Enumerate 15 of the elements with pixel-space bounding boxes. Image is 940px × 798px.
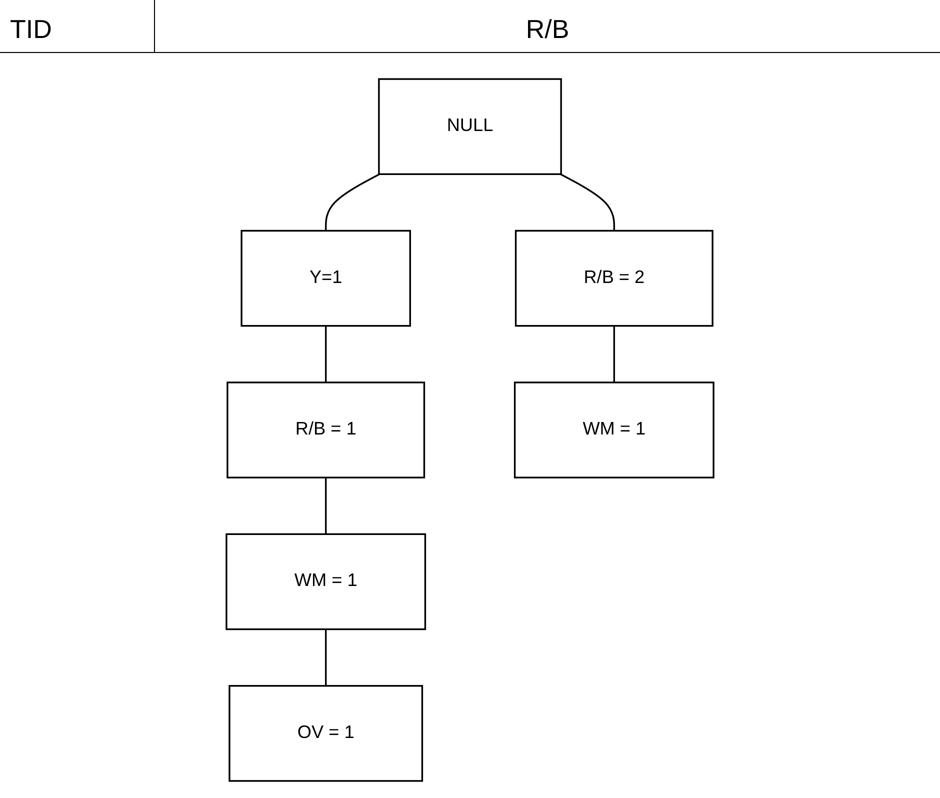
- connector: [324, 326, 327, 382]
- connector: [324, 478, 327, 534]
- node-box: R/B = 2: [514, 230, 714, 327]
- column-header: TID: [10, 14, 52, 45]
- node-box: R/B = 1: [226, 382, 426, 478]
- node-box: NULL: [378, 78, 562, 175]
- connector: [613, 326, 616, 382]
- connector: [324, 173, 380, 231]
- column-header: R/B: [526, 14, 570, 45]
- connector: [324, 629, 327, 686]
- node-box: Y=1: [240, 230, 411, 327]
- node-box: OV = 1: [228, 685, 424, 782]
- node-box: WM = 1: [226, 533, 426, 630]
- connector: [560, 173, 616, 231]
- node-box: WM = 1: [514, 382, 714, 478]
